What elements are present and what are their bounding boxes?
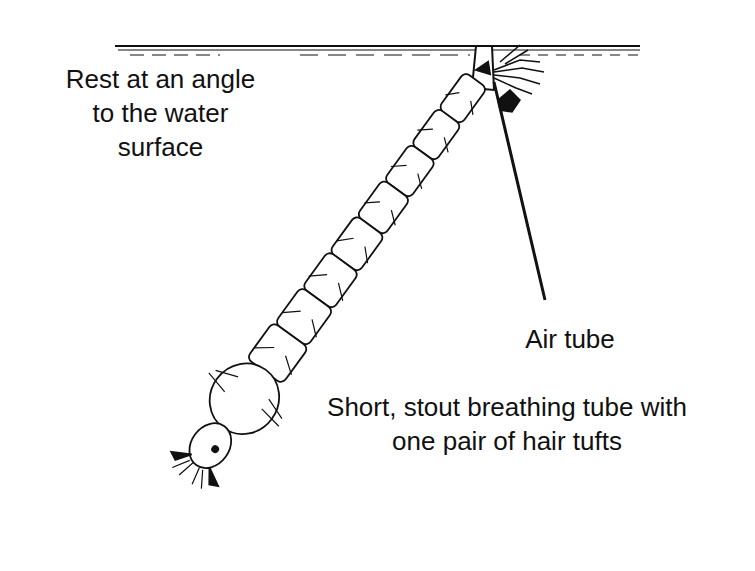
part-label: Air tube <box>490 322 650 356</box>
hair-tufts <box>494 45 544 112</box>
leader-line <box>494 82 545 300</box>
water-surface <box>115 46 640 55</box>
note-label: Short, stout breathing tube with one pai… <box>322 390 692 458</box>
note-label: Rest at an angle to the water surface <box>58 62 263 164</box>
